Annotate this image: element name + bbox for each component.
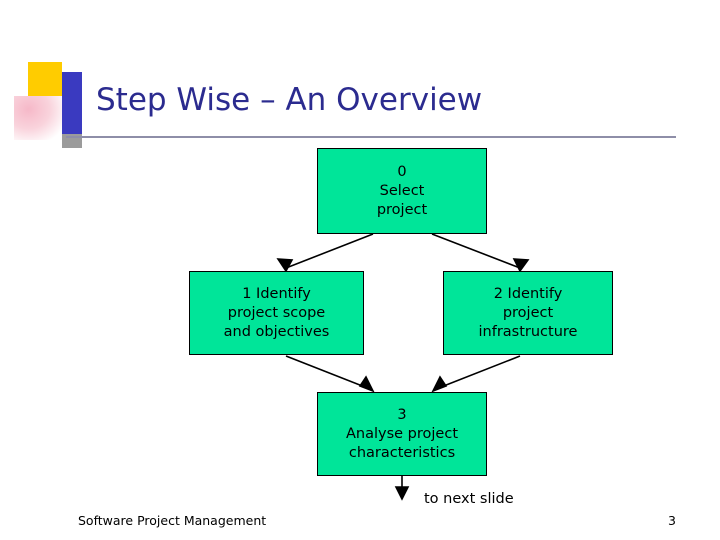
- flow-box-line: 0: [397, 163, 407, 180]
- flow-box-line: project: [502, 304, 554, 321]
- flow-box-line: 1 Identify: [242, 285, 311, 302]
- flow-box-line: 3: [397, 406, 407, 423]
- flow-box-line: project: [376, 201, 428, 218]
- flow-box-line: Analyse project: [345, 425, 458, 442]
- flow-box-analyse-characteristics[interactable]: 3 Analyse project characteristics: [317, 392, 487, 476]
- footer-course-title: Software Project Management: [78, 513, 267, 528]
- flow-box-select-project[interactable]: 0 Select project: [317, 148, 487, 234]
- flow-box-line: Select: [379, 182, 425, 199]
- flow-box-line: project scope: [227, 304, 326, 321]
- flow-box-line: infrastructure: [478, 323, 578, 340]
- flow-box-line: characteristics: [348, 444, 456, 461]
- blue-bar-decoration: [62, 72, 82, 134]
- slide-title: Step Wise – An Overview: [96, 82, 483, 118]
- flow-box-identify-scope[interactable]: 1 Identify project scope and objectives: [189, 271, 364, 355]
- title-divider: [66, 136, 676, 138]
- pink-blur-decoration: [14, 96, 62, 140]
- yellow-square-decoration: [28, 62, 62, 96]
- decorative-corner-graphic: [0, 0, 110, 150]
- footer-page-number: 3: [668, 513, 676, 528]
- to-next-slide-label[interactable]: to next slide: [424, 491, 514, 507]
- flow-box-line: 2 Identify: [493, 285, 563, 302]
- flow-box-line: and objectives: [223, 323, 330, 340]
- flow-box-identify-infrastructure[interactable]: 2 Identify project infrastructure: [443, 271, 613, 355]
